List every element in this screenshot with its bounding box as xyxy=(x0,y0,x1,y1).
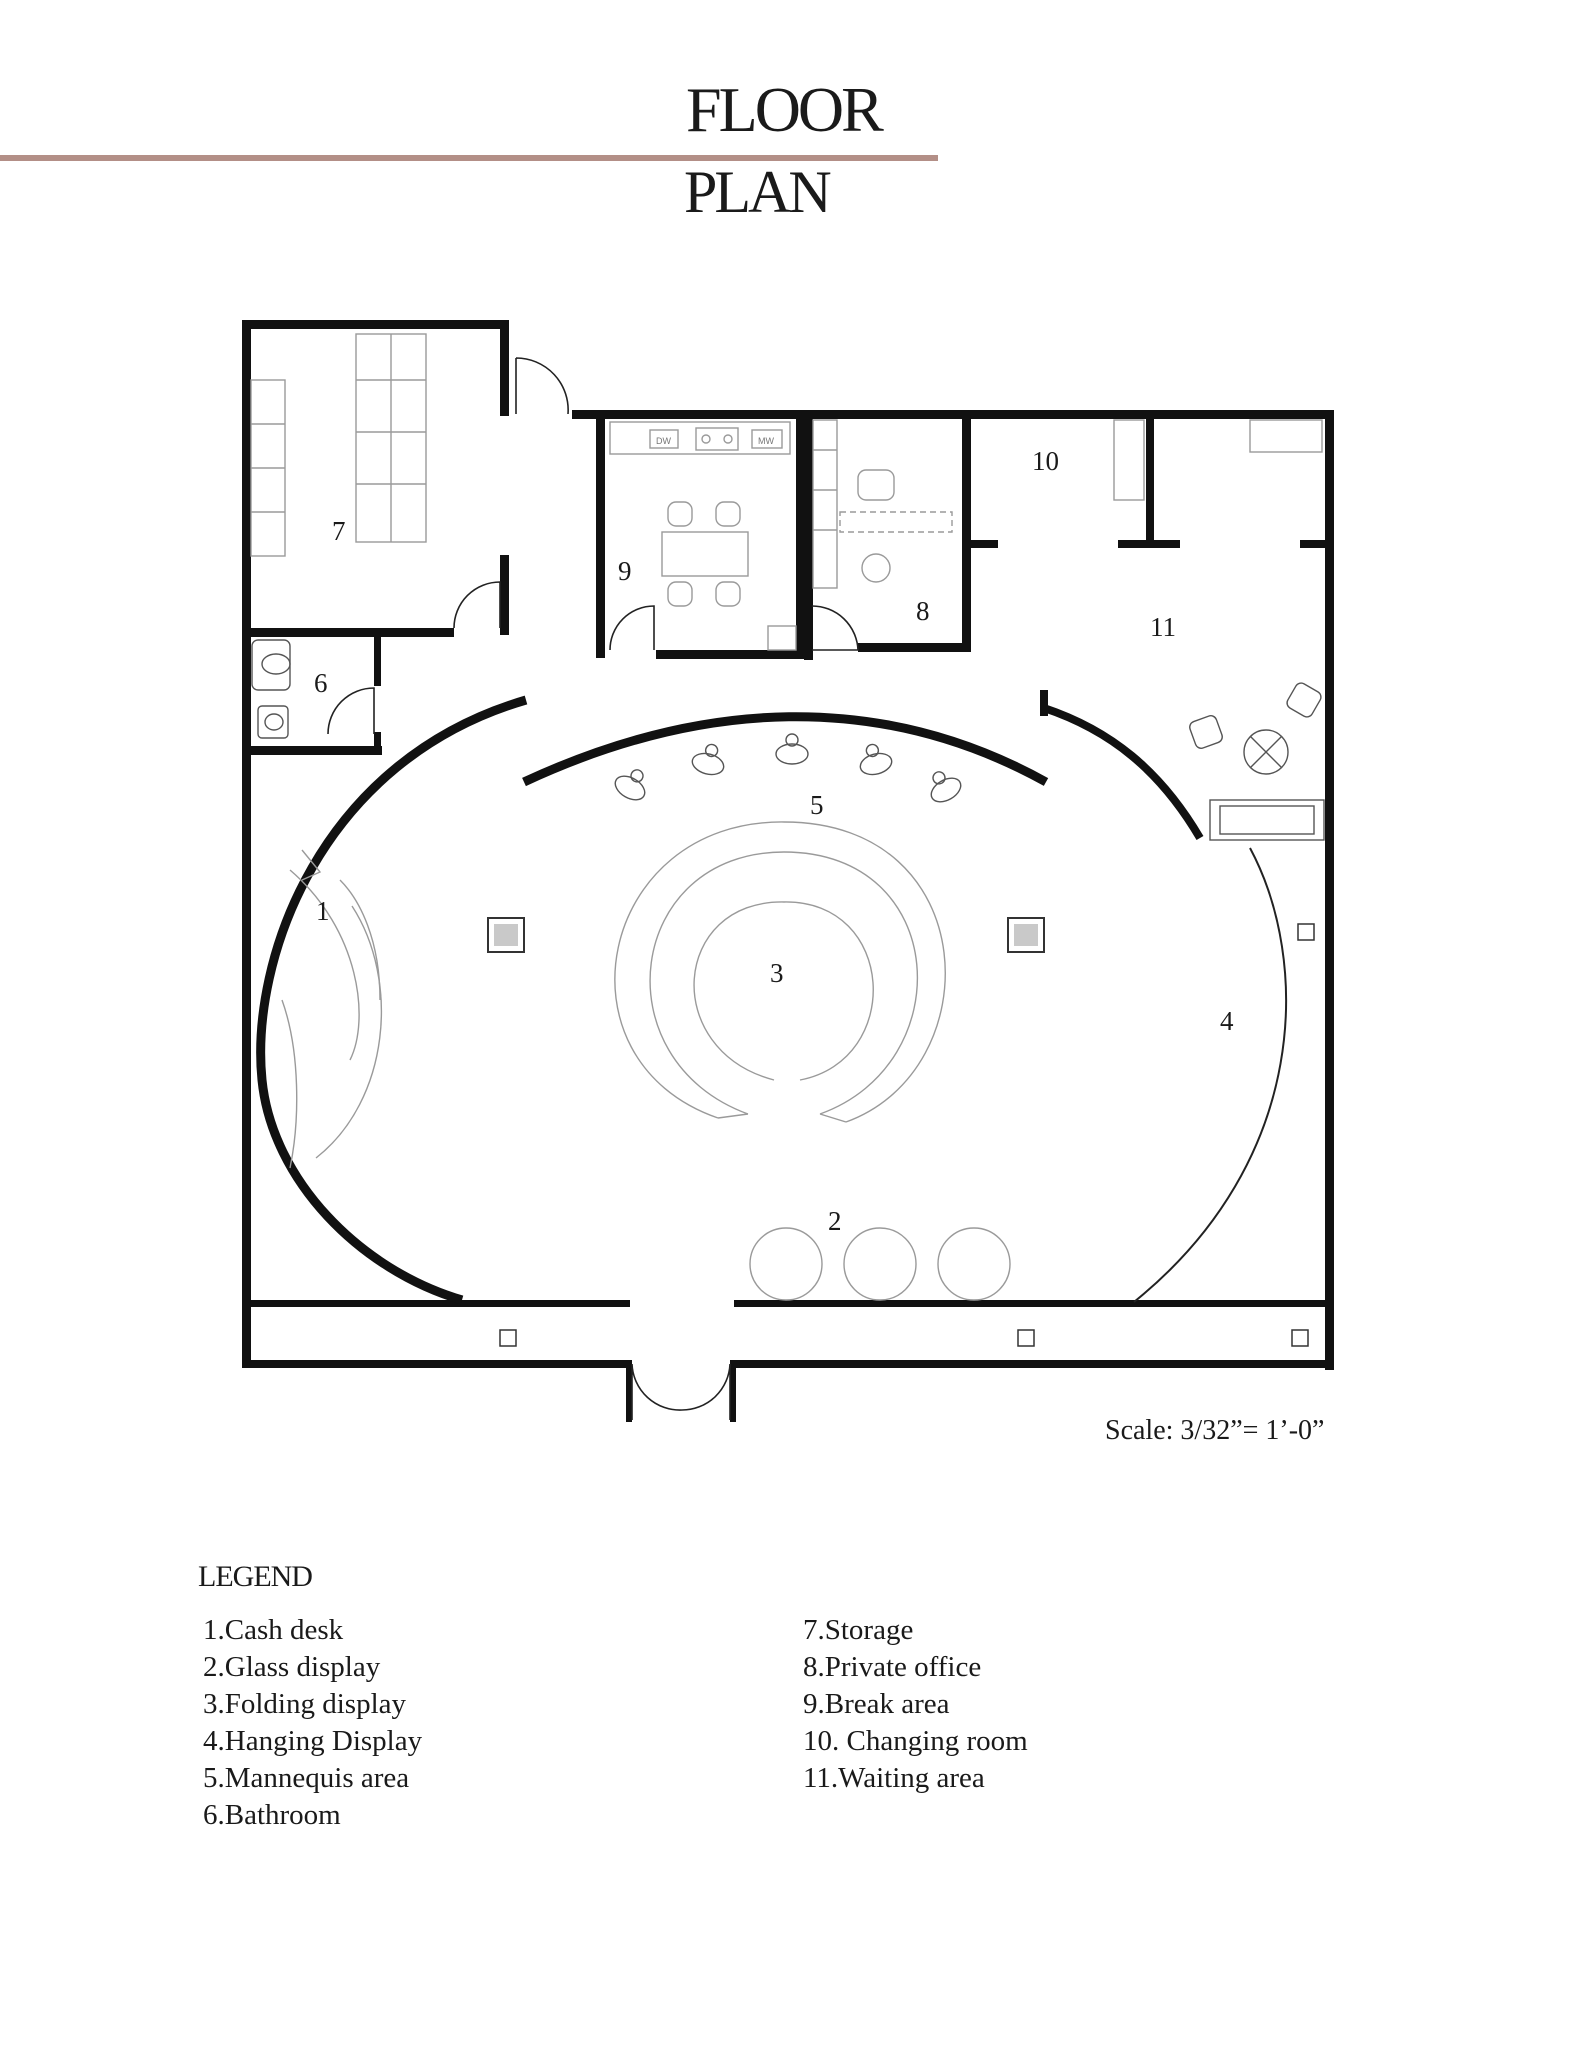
legend-item: 9.Break area xyxy=(803,1688,950,1720)
legend-item: 2.Glass display xyxy=(203,1651,381,1683)
door-office xyxy=(811,605,859,651)
wall-break-left xyxy=(596,410,605,658)
wall-office-bottom xyxy=(858,643,968,652)
door-storage-corridor xyxy=(515,357,569,415)
wall-front-right xyxy=(734,1300,1334,1307)
legend-item: 11.Waiting area xyxy=(803,1762,985,1794)
title-floor: FLOOR xyxy=(686,74,884,145)
legend-list-right: 7.Storage 8.Private office 9.Break area … xyxy=(803,1612,1028,1797)
legend-item: 3.Folding display xyxy=(203,1688,407,1720)
title-block: FLOOR PLAN xyxy=(0,0,1582,240)
wall-markers xyxy=(499,923,1315,1347)
legend-item: 5.Mannequis area xyxy=(203,1762,410,1794)
wall-storage-right-upper xyxy=(500,320,509,416)
mw-label: MW xyxy=(758,436,774,446)
wall-break-right xyxy=(796,410,805,659)
scale-note: Scale: 3/32”= 1’-0” xyxy=(1105,1415,1325,1446)
wall-changing-bottom-b xyxy=(1118,540,1180,548)
wall-office-right xyxy=(962,410,971,652)
wall-changing-divider xyxy=(1146,410,1154,548)
changing-room-furniture xyxy=(1113,419,1323,501)
legend-title: LEGEND xyxy=(198,1560,313,1593)
curve-waiting-wall xyxy=(1042,704,1204,841)
legend-item: 6.Bathroom xyxy=(203,1799,341,1831)
bathroom-fixtures xyxy=(251,639,291,739)
room-num-6: 6 xyxy=(314,668,328,698)
wall-street-left xyxy=(242,1360,632,1368)
room-num-7: 7 xyxy=(332,516,346,546)
room-num-8: 8 xyxy=(916,596,930,626)
wall-break-bottom xyxy=(656,650,804,659)
wall-bath-bottom xyxy=(242,746,382,755)
room-num-3: 3 xyxy=(770,958,784,988)
door-break xyxy=(609,605,655,651)
legend-item: 1.Cash desk xyxy=(203,1614,344,1646)
title-rule xyxy=(0,155,938,161)
wall-bath-right xyxy=(374,636,381,686)
door-storage xyxy=(453,581,501,629)
title-plan: PLAN xyxy=(684,159,832,225)
cash-desk xyxy=(281,849,383,1169)
wall-waiting-stub xyxy=(1040,690,1048,716)
door-bathroom xyxy=(327,687,375,735)
room-num-2: 2 xyxy=(828,1206,842,1236)
legend-item: 8.Private office xyxy=(803,1651,982,1683)
curve-hanging-display xyxy=(1133,847,1288,1303)
wall-changing-bottom-c xyxy=(1300,540,1330,548)
legend-item: 7.Storage xyxy=(803,1614,914,1646)
wall-corridor-right xyxy=(1328,1300,1332,1370)
curve-left-wall xyxy=(256,695,528,1305)
room-num-5: 5 xyxy=(810,790,824,820)
wall-entry-left xyxy=(626,1360,632,1422)
legend-item: 10. Changing room xyxy=(803,1725,1028,1757)
wall-storage-right-lower xyxy=(500,555,509,635)
wall-changing-bottom-a xyxy=(970,540,998,548)
curve-mannequin-wall xyxy=(522,712,1049,787)
door-entry-left xyxy=(631,1363,683,1420)
mannequins xyxy=(614,733,962,803)
storage-shelving xyxy=(250,333,427,557)
office-furniture xyxy=(812,419,953,589)
room-num-10: 10 xyxy=(1032,446,1059,476)
room-num-4: 4 xyxy=(1220,1006,1234,1036)
wall-street-right xyxy=(730,1360,1334,1368)
legend-list-left: 1.Cash desk 2.Glass display 3.Folding di… xyxy=(203,1612,422,1834)
dw-label: DW xyxy=(656,436,671,446)
legend-item: 4.Hanging Display xyxy=(203,1725,423,1757)
wall-office-left xyxy=(804,410,813,660)
folding-display xyxy=(614,821,946,1123)
walls xyxy=(242,320,1334,1422)
wall-front-left xyxy=(242,1300,630,1307)
glass-display xyxy=(749,1227,1011,1301)
waiting-area-furniture xyxy=(1189,682,1325,841)
wall-right xyxy=(1325,410,1334,1370)
door-entry-right xyxy=(681,1363,731,1420)
wall-top-right xyxy=(572,410,1334,419)
doors xyxy=(327,357,859,1420)
wall-storage-bottom xyxy=(242,628,454,637)
room-numbers: 1 2 3 4 5 6 7 8 9 10 11 xyxy=(314,446,1234,1236)
columns xyxy=(487,917,1045,953)
curved-walls xyxy=(256,690,1288,1305)
break-area-furniture: DW MW xyxy=(609,421,797,651)
room-num-11: 11 xyxy=(1150,612,1176,642)
room-num-1: 1 xyxy=(316,896,330,926)
wall-entry-right xyxy=(730,1360,736,1422)
wall-bath-right-low xyxy=(374,732,381,754)
wall-left xyxy=(242,320,251,1368)
room-num-9: 9 xyxy=(618,556,632,586)
wall-storage-top xyxy=(242,320,508,329)
